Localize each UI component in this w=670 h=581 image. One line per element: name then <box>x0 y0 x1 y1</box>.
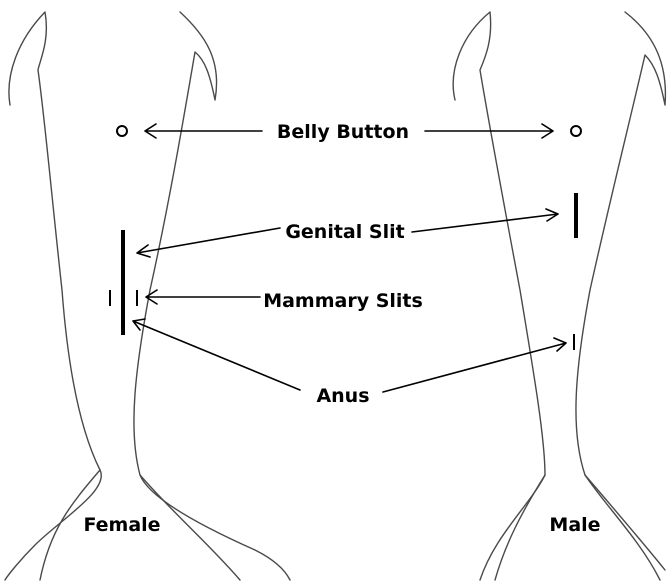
mammary-slits-arrow <box>146 290 260 304</box>
male-label: Male <box>549 514 600 536</box>
mammary-slits-label: Mammary Slits <box>263 290 423 312</box>
male-belly-button <box>571 126 581 136</box>
male-left-flipper-outline <box>453 12 545 580</box>
female-belly-button <box>117 126 127 136</box>
genital-slit-arrow-right <box>412 209 558 232</box>
anus-label: Anus <box>316 385 369 407</box>
anus-arrow-right <box>383 338 566 392</box>
male-right-flipper-outline <box>576 12 665 580</box>
belly-button-label: Belly Button <box>277 121 409 143</box>
belly-button-arrow-left <box>145 124 262 138</box>
female-left-flipper-outline <box>5 12 101 580</box>
arrows <box>133 124 566 392</box>
belly-button-arrow-right <box>425 124 553 138</box>
anus-arrow-left <box>133 319 300 390</box>
female-label: Female <box>83 514 160 536</box>
genital-slit-label: Genital Slit <box>285 221 404 243</box>
male-body-outline <box>453 12 665 580</box>
